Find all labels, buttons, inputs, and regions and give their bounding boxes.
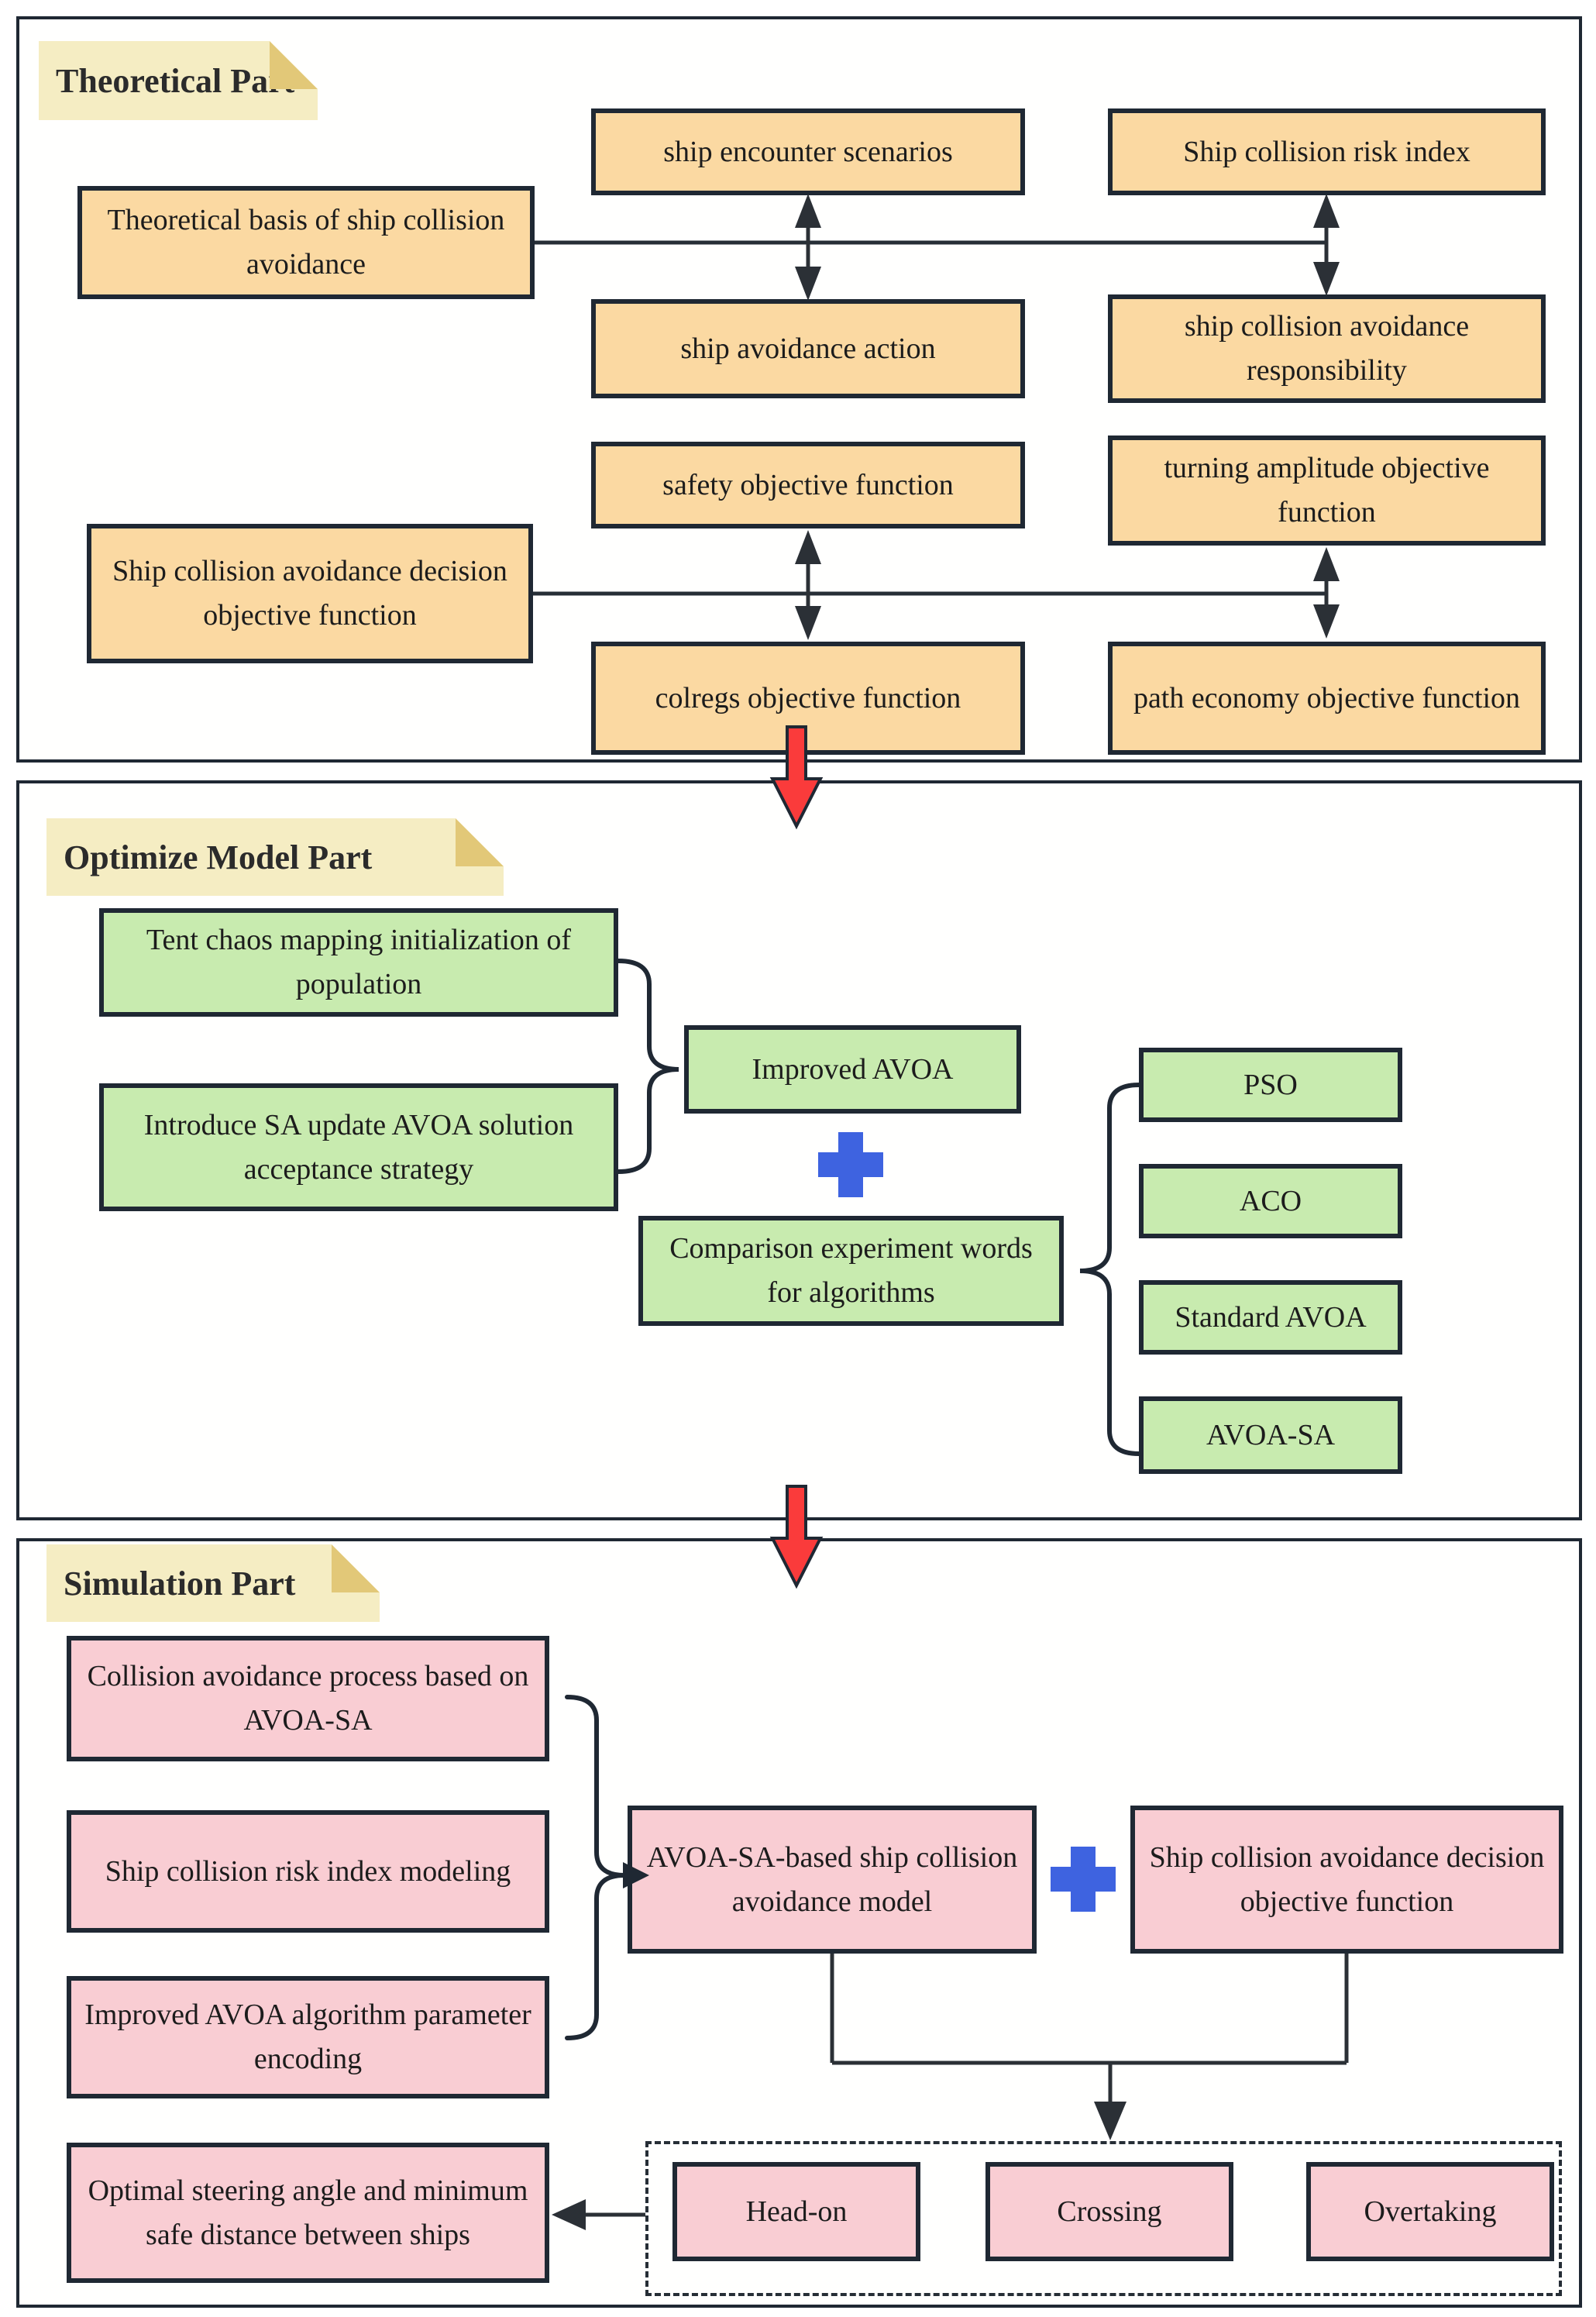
box-label: Theoretical basis of ship collision avoi… <box>107 204 505 281</box>
box-label: Introduce SA update AVOA solution accept… <box>143 1108 574 1186</box>
box-label: Comparison experiment words for algorith… <box>669 1232 1033 1309</box>
box-tent-chaos-mapping: Tent chaos mapping initialization of pop… <box>99 908 618 1017</box>
box-head-on: Head-on <box>672 2162 920 2261</box>
box-label: PSO <box>1243 1068 1298 1101</box>
box-label: Optimal steering angle and minimum safe … <box>88 2174 528 2251</box>
box-label: Crossing <box>1057 2195 1162 2228</box>
box-turning-amplitude-objective: turning amplitude objective function <box>1108 436 1546 546</box>
box-label: safety objective function <box>662 468 954 501</box>
section-title: Theoretical Part <box>56 61 295 100</box>
box-introduce-sa-update: Introduce SA update AVOA solution accept… <box>99 1083 618 1211</box>
box-optimal-steering-angle: Optimal steering angle and minimum safe … <box>67 2143 549 2283</box>
box-ship-collision-risk-index: Ship collision risk index <box>1108 108 1546 195</box>
box-label: ship collision avoidance responsibility <box>1184 310 1470 387</box>
box-comparison-experiment: Comparison experiment words for algorith… <box>638 1216 1064 1326</box>
box-label: Head-on <box>745 2195 848 2228</box>
box-aco: ACO <box>1139 1164 1402 1238</box>
box-improved-avoa: Improved AVOA <box>684 1025 1021 1114</box>
box-label: Tent chaos mapping initialization of pop… <box>146 924 572 1000</box>
box-theoretical-basis: Theoretical basis of ship collision avoi… <box>77 186 535 299</box>
box-standard-avoa: Standard AVOA <box>1139 1280 1402 1355</box>
box-label: turning amplitude objective function <box>1164 452 1490 528</box>
box-ship-avoidance-action: ship avoidance action <box>591 299 1025 398</box>
scenario-dashed-container <box>645 2141 1562 2296</box>
note-optimize-model-part: Optimize Model Part <box>46 818 504 896</box>
box-ship-encounter-scenarios: ship encounter scenarios <box>591 108 1025 195</box>
section-title: Optimize Model Part <box>64 838 373 876</box>
box-label: colregs objective function <box>655 681 961 714</box>
box-label: Ship collision risk index <box>1183 135 1470 168</box>
box-decision-objective-function: Ship collision avoidance decision object… <box>87 524 533 663</box>
box-crossing: Crossing <box>985 2162 1233 2261</box>
box-label: path economy objective function <box>1133 681 1521 714</box>
box-avoa-sa-model: AVOA-SA-based ship collision avoidance m… <box>628 1806 1037 1954</box>
box-safety-objective-function: safety objective function <box>591 442 1025 528</box>
box-label: Improved AVOA <box>752 1052 954 1086</box>
box-risk-index-modeling: Ship collision risk index modeling <box>67 1810 549 1933</box>
box-collision-avoidance-responsibility: ship collision avoidance responsibility <box>1108 294 1546 403</box>
box-label: Standard AVOA <box>1175 1300 1367 1334</box>
note-theoretical-part: Theoretical Part <box>39 41 318 120</box>
box-label: ship encounter scenarios <box>663 135 953 168</box>
box-label: Ship collision risk index modeling <box>105 1854 511 1888</box>
box-parameter-encoding: Improved AVOA algorithm parameter encodi… <box>67 1976 549 2098</box>
box-pso: PSO <box>1139 1048 1402 1122</box>
box-label: Ship collision avoidance decision object… <box>112 555 507 632</box>
section-title: Simulation Part <box>64 1564 296 1603</box>
box-overtaking: Overtaking <box>1306 2162 1554 2261</box>
box-avoa-sa: AVOA-SA <box>1139 1396 1402 1474</box>
box-colregs-objective-function: colregs objective function <box>591 642 1025 755</box>
box-collision-avoidance-process: Collision avoidance process based on AVO… <box>67 1636 549 1761</box>
box-label: ACO <box>1239 1184 1302 1217</box>
box-label: ship avoidance action <box>680 332 936 365</box>
box-label: Ship collision avoidance decision object… <box>1149 1840 1545 1918</box>
box-label: Improved AVOA algorithm parameter encodi… <box>84 1999 531 2075</box>
box-decision-objective-pink: Ship collision avoidance decision object… <box>1130 1806 1563 1954</box>
box-label: AVOA-SA-based ship collision avoidance m… <box>646 1840 1018 1918</box>
note-simulation-part: Simulation Part <box>46 1544 380 1622</box>
box-path-economy-objective: path economy objective function <box>1108 642 1546 755</box>
box-label: AVOA-SA <box>1206 1418 1336 1451</box>
box-label: Overtaking <box>1364 2195 1497 2228</box>
box-label: Collision avoidance process based on AVO… <box>87 1660 529 1737</box>
